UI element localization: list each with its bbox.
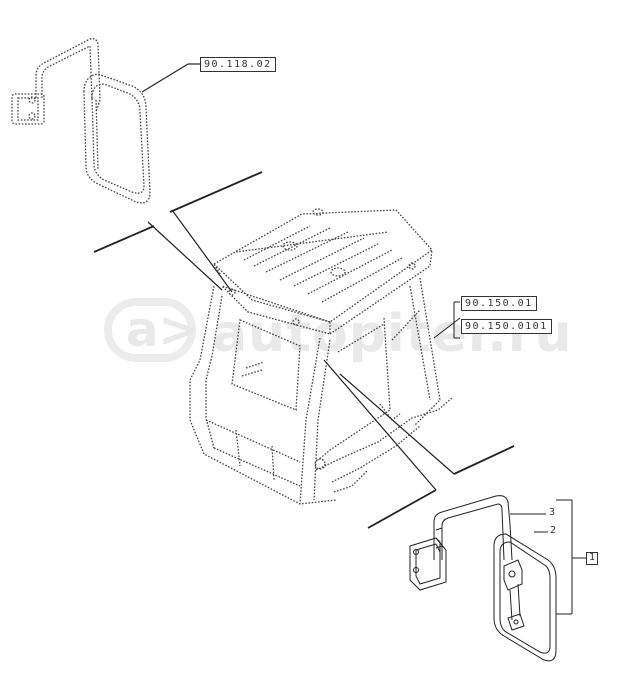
section-line-d	[453, 445, 515, 475]
section-line-b	[169, 171, 263, 213]
ref-label-top-mirror[interactable]: 90.118.02	[200, 57, 276, 72]
callout-assembly: 1	[589, 552, 596, 563]
ref-label-cab-secondary[interactable]: 90.150.0101	[461, 319, 552, 334]
mirror-assembly-drawing	[409, 495, 557, 662]
callout-mirror-head: 2	[550, 525, 557, 536]
section-line-c	[367, 489, 437, 529]
cab-drawing	[189, 208, 453, 505]
section-line-a	[93, 225, 155, 253]
top-mirror-drawing	[11, 38, 151, 204]
callout-assembly-box	[586, 552, 598, 565]
ref-label-cab-primary[interactable]: 90.150.01	[461, 296, 537, 311]
callout-arm: 3	[549, 507, 556, 518]
